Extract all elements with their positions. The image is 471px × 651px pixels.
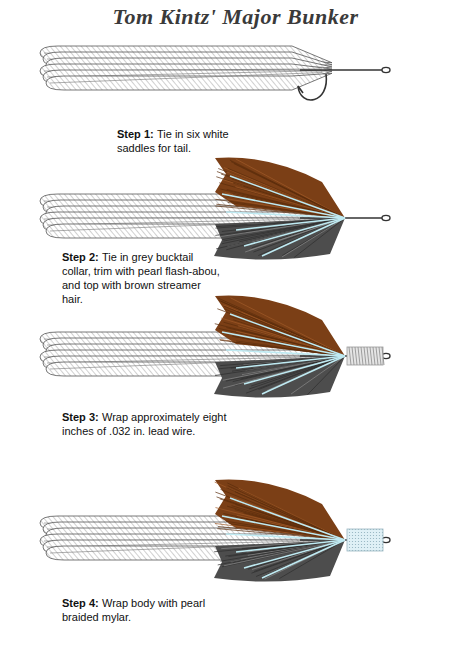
lead-wire-turn [376,347,378,365]
hair-strand [217,497,345,540]
lead-wire-turn [370,347,372,365]
bucktail-strand [224,540,345,566]
hair-strand [215,492,345,540]
hair-strand [224,309,345,356]
hair-strand [217,172,345,218]
grey-bucktail [214,356,345,398]
pearl-flash [226,212,345,218]
brown-streamer-hair [215,480,345,541]
fly-step-4 [40,480,390,582]
brown-streamer-hair [215,158,345,219]
hair-strand [218,298,345,356]
pearl-flash [236,540,345,552]
lead-wire-turn [349,347,351,365]
hair-strand [215,523,345,540]
hair-strand [220,189,345,218]
pearl-flash [236,218,345,230]
lead-wire-turn [367,347,369,365]
hair-strand [215,482,345,540]
hair-strand [220,499,345,540]
lead-wire-turn [358,347,360,365]
fly-step-2 [40,158,390,260]
fly-step-1 [40,46,390,100]
hair-strand [220,340,345,356]
hair-strand [218,168,345,218]
lead-wire-turn [355,347,357,365]
lead-wire-turn [379,347,381,365]
bucktail-strand [258,218,345,256]
lead-wire-turn [361,347,363,365]
pearl-flash [222,194,345,218]
pearl-flash [230,498,345,540]
step-caption: Step 4:Wrap body with pearl braided myla… [62,596,214,624]
bucktail-strand [222,540,345,567]
hair-strand [228,168,345,218]
hair-strand [215,199,345,218]
lead-wire [347,347,383,365]
hair-strand [230,496,345,540]
bucktail-strand [222,218,345,244]
step-number: Step 3: [62,411,99,423]
hair-strand [219,339,345,356]
pearl-flash [226,534,345,540]
pearl-flash [222,332,345,356]
bucktail-strand [223,356,345,380]
step-caption: Step 1:Tie in six white saddles for tail… [117,127,249,155]
hair-strand [224,168,345,218]
hair-strand [223,305,345,356]
bucktail-strand [218,540,345,565]
hair-strand [219,300,345,356]
feather-quill [50,73,322,84]
fly-step-3 [40,296,390,398]
pearl-flash [230,176,345,218]
step-caption: Step 3:Wrap approximately eight inches o… [62,410,244,438]
hair-strand [216,177,345,218]
hair-strand [221,318,345,356]
hair-strand [223,322,345,356]
pearl-flash [262,540,345,578]
hair-strand [217,309,345,356]
hair-strand [222,333,345,356]
title: Tom Kintz' Major Bunker [0,4,471,30]
hair-strand [221,301,345,356]
hair-strand [230,160,345,218]
step-number: Step 4: [62,597,99,609]
hair-strand [215,508,345,540]
step-number: Step 2: [62,251,99,263]
pearl-flash [262,356,345,394]
grey-bucktail [214,540,345,582]
step-caption: Step 2:Tie in grey bucktail collar, trim… [62,250,222,306]
pearl-flash [222,516,345,540]
mylar-body [347,529,383,551]
pearl-flash [262,218,345,256]
step-number: Step 1: [117,128,154,140]
saddle-feather [46,73,332,90]
lead-wire-turn [352,347,354,365]
lead-wire-turn [373,347,375,365]
hair-strand [215,206,345,218]
pearl-flash [226,350,345,356]
hair-strand [217,529,345,540]
pearl-flash [236,356,345,368]
lead-wire-turn [364,347,366,365]
hook-eye [382,67,390,72]
hook-eye [382,215,390,220]
hair-strand [231,298,345,356]
lead-wire-turn [382,347,384,365]
hair-strand [219,183,345,218]
pearl-flash [230,314,345,356]
hook-shank [300,69,382,71]
hair-strand [227,172,345,218]
grey-bucktail [214,218,345,260]
brown-streamer-hair [215,296,345,357]
hook-bend [298,74,326,100]
hair-strand [215,324,345,356]
hair-strand [224,306,345,356]
